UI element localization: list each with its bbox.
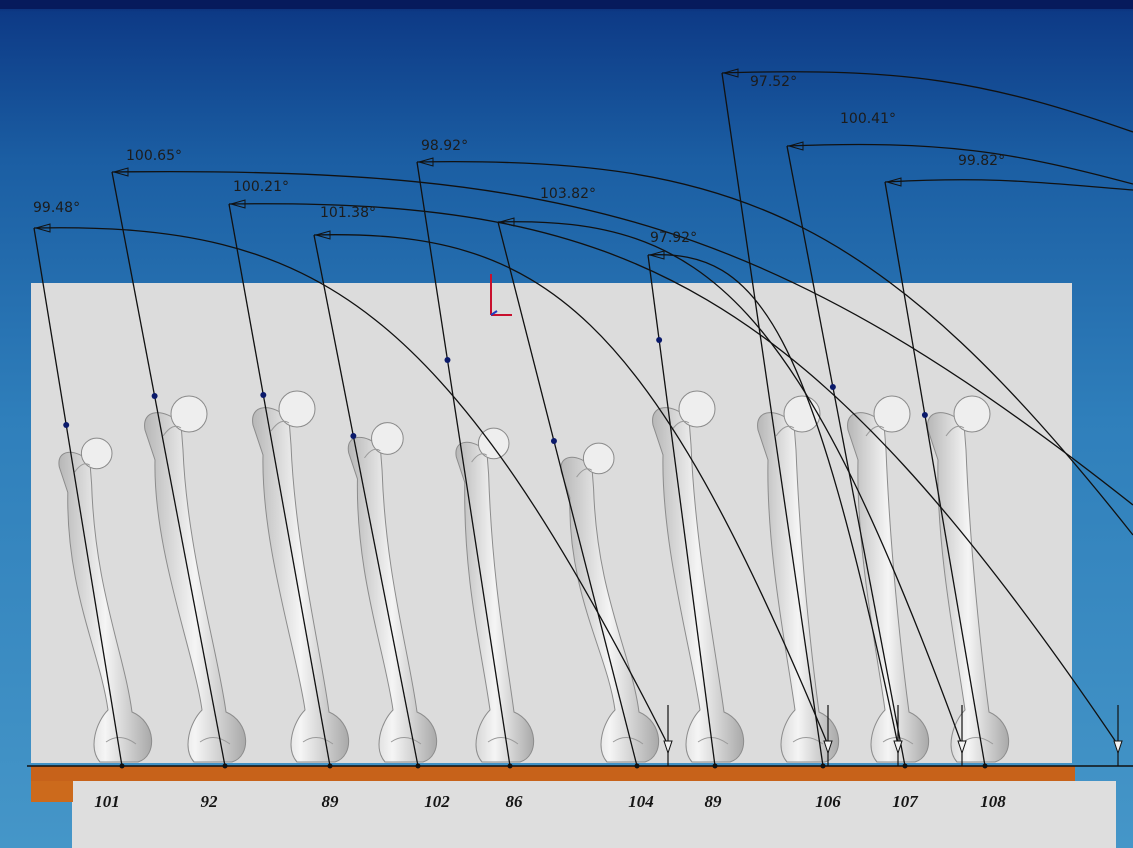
angle-label: 103.82° — [540, 186, 596, 202]
femur-bone — [252, 390, 350, 763]
angle-label: 98.92° — [421, 138, 468, 154]
bone-id-label: 92 — [201, 792, 219, 811]
label-panel — [72, 781, 1116, 848]
base-bar — [31, 766, 1075, 781]
femur-bone — [847, 395, 930, 763]
angle-label: 97.52° — [750, 74, 797, 90]
angle-label: 100.41° — [840, 111, 896, 127]
angle-dimension — [884, 177, 1133, 769]
femur-bone — [347, 422, 438, 763]
angle-dimension — [647, 250, 903, 769]
femur-bone — [144, 395, 247, 763]
angle-label: 100.65° — [126, 148, 182, 164]
femur-bone — [927, 395, 1010, 763]
bone-id-label: 86 — [506, 792, 524, 811]
bone-id-label: 104 — [628, 792, 654, 811]
angle-label: 101.38° — [320, 205, 376, 221]
bone-id-label: 108 — [980, 792, 1006, 811]
femur-bone — [560, 442, 660, 763]
angle-dimension — [416, 157, 1133, 769]
bone-id-label: 89 — [705, 792, 723, 811]
femur-bone — [652, 390, 745, 763]
angle-label: 99.82° — [958, 153, 1005, 169]
femur-bone — [455, 427, 535, 763]
bone-id-label: 101 — [94, 792, 120, 811]
title-strip — [0, 0, 1133, 9]
angle-dimension — [111, 167, 1133, 769]
femur-bone — [58, 437, 153, 763]
angle-dimension — [33, 223, 673, 769]
angle-dimension — [228, 199, 1123, 769]
angle-label: 100.21° — [233, 179, 289, 195]
angle-dimension — [721, 68, 1133, 769]
angle-dimension — [497, 217, 967, 769]
axis-triad-icon — [490, 274, 512, 316]
bone-id-label: 102 — [424, 792, 450, 811]
angle-dimension — [313, 230, 833, 769]
angle-label: 99.48° — [33, 200, 80, 216]
angle-dimension — [786, 141, 1133, 769]
bone-id-label: 106 — [815, 792, 841, 811]
angle-label: 97.92° — [650, 230, 697, 246]
femur-bone — [757, 395, 840, 763]
bone-id-label: 107 — [892, 792, 919, 811]
bone-id-label: 89 — [322, 792, 340, 811]
